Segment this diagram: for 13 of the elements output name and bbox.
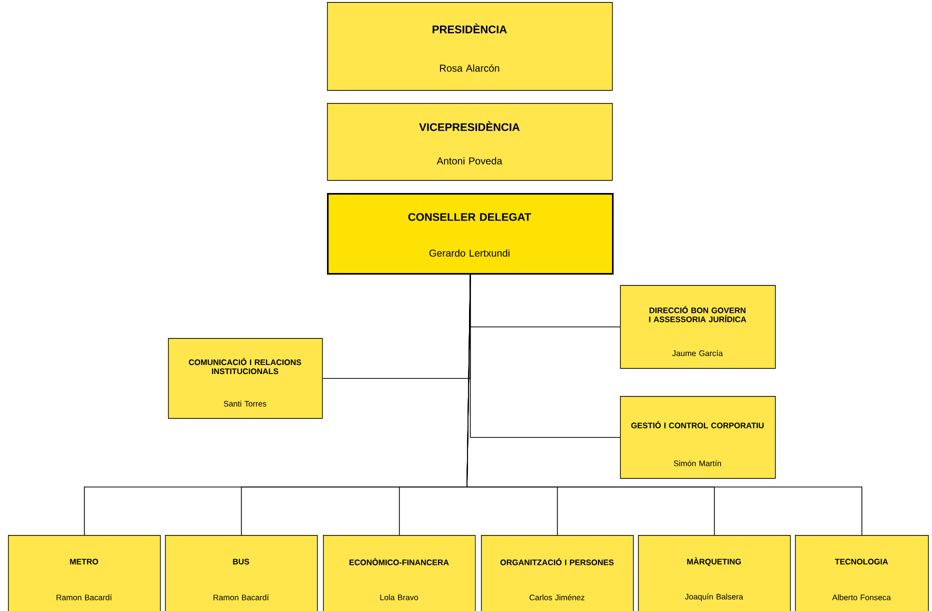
org-box: GESTIÓ I CONTROL CORPORATIU Simón Martín	[620, 396, 776, 479]
connector-line	[466, 274, 862, 536]
org-box: ORGANITZACIÓ I PERSONES Carlos Jiménez	[481, 535, 634, 611]
org-box: PRESIDÈNCIA Rosa Alarcón	[327, 2, 613, 91]
org-box: BUS Ramon Bacardí	[165, 535, 318, 611]
org-box: CONSELLER DELEGAT Gerardo Lertxundi	[327, 193, 614, 275]
org-box: VICEPRESIDÈNCIA Antoni Poveda	[327, 103, 613, 181]
org-box: ECONÒMICO-FINANCERA Lola Bravo	[323, 535, 476, 611]
org-box: METRO Ramon Bacardí	[8, 535, 161, 611]
org-box: DIRECCIÓ BON GOVERN I ASSESSORIA JURÍDICA Jaume García	[620, 285, 776, 369]
org-box: COMUNICACIÓ I RELACIONS INSTITUCIONALS Santi Torres	[168, 338, 323, 419]
org-box: TECNOLOGIA Alberto Fonseca	[795, 535, 929, 611]
org-box: MÀRQUETING Joaquín Balsera	[638, 535, 791, 611]
